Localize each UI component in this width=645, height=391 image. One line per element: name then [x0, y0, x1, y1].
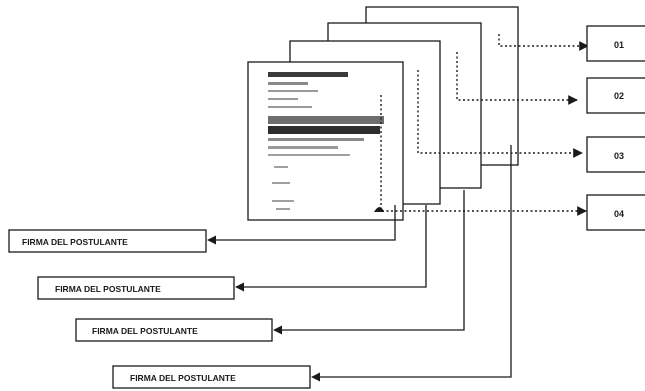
connector-page-03: [417, 70, 583, 158]
signature-label-1: FIRMA DEL POSTULANTE: [22, 237, 128, 247]
connector-page-04: [380, 95, 587, 216]
text-line: [268, 98, 298, 100]
signature-label-4: FIRMA DEL POSTULANTE: [130, 373, 236, 383]
text-line: [276, 208, 290, 210]
redacted-header: [268, 72, 348, 77]
text-line: [268, 146, 338, 149]
page-number-box-04: [586, 194, 645, 231]
text-line: [272, 182, 290, 184]
page-number-01: 01: [614, 40, 624, 50]
text-line: [268, 138, 364, 141]
connector-signature-4: [311, 145, 512, 382]
signature-box-3: [75, 318, 273, 342]
connector-signature-2: [235, 205, 427, 292]
text-line: [268, 82, 308, 85]
page-1-content: [268, 72, 384, 212]
page-number-02: 02: [614, 91, 624, 101]
text-line: [268, 106, 312, 108]
page-number-connectors: [380, 34, 589, 216]
text-line: [274, 166, 288, 168]
redacted-block: [268, 116, 384, 124]
page-number-box-02: [586, 77, 645, 114]
redacted-block: [268, 126, 380, 134]
signature-connectors: [207, 145, 512, 382]
signature-boxes: FIRMA DEL POSTULANTE FIRMA DEL POSTULANT…: [8, 229, 311, 389]
page-number-box-03: [586, 136, 645, 173]
page-stack: [247, 6, 519, 221]
signature-box-2: [37, 276, 235, 300]
page-number-04: 04: [614, 209, 624, 219]
connector-signature-1: [207, 205, 396, 245]
signature-label-2: FIRMA DEL POSTULANTE: [55, 284, 161, 294]
signature-box-4: [112, 365, 311, 389]
page-number-box-01: [586, 25, 645, 62]
signature-box-1: [8, 229, 207, 253]
page-number-03: 03: [614, 151, 624, 161]
text-line: [268, 90, 318, 92]
connector-page-02: [456, 52, 578, 105]
text-line: [272, 200, 294, 202]
page-number-boxes: 01 02 03 04: [586, 25, 645, 231]
text-line: [268, 154, 350, 156]
signature-label-3: FIRMA DEL POSTULANTE: [92, 326, 198, 336]
connector-signature-3: [273, 190, 465, 335]
